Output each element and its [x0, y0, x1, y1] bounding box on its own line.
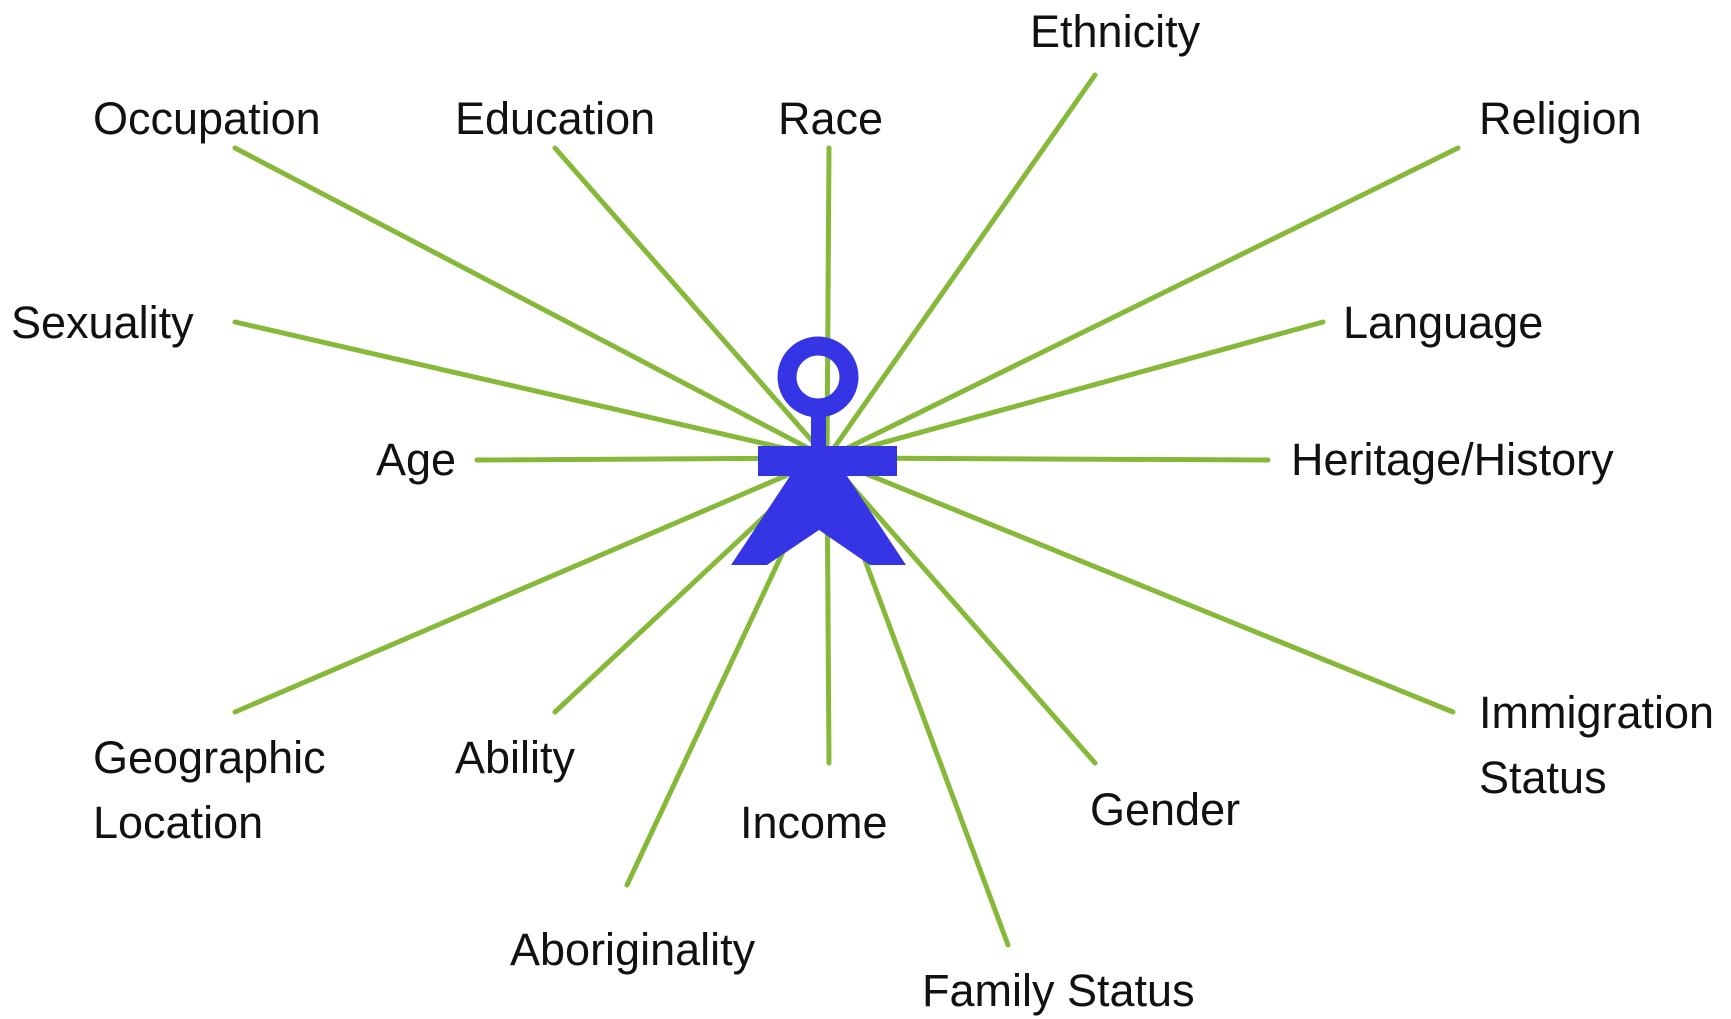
label-education: Education — [455, 93, 655, 144]
spoke-sexuality — [232, 319, 830, 461]
label-ability: Ability — [455, 732, 576, 783]
spoke-occupation — [232, 145, 830, 461]
label-language: Language — [1343, 297, 1543, 348]
label-sexuality: Sexuality — [11, 297, 194, 348]
label-geographic-location-line2: Location — [93, 797, 263, 848]
label-heritage-history: Heritage/History — [1291, 434, 1614, 485]
label-ethnicity: Ethnicity — [1030, 6, 1201, 57]
person-arms — [758, 446, 897, 476]
person-head — [777, 336, 859, 418]
spoke-heritage-history — [824, 455, 1271, 463]
label-gender: Gender — [1090, 784, 1240, 835]
spoke-gender — [824, 455, 1098, 766]
spoke-geographic-location — [232, 455, 830, 715]
label-race: Race — [778, 93, 883, 144]
label-family-status: Family Status — [922, 965, 1195, 1016]
label-income: Income — [740, 797, 888, 848]
person-body — [811, 403, 826, 453]
labels: Ethnicity Occupation Education Race Reli… — [11, 6, 1714, 1016]
label-immigration-status-line2: Status — [1479, 752, 1607, 803]
label-occupation: Occupation — [93, 93, 321, 144]
spoke-religion — [824, 145, 1461, 461]
spoke-ethnicity — [824, 72, 1098, 461]
spoke-education — [552, 145, 830, 461]
label-geographic-location-line1: Geographic — [93, 732, 326, 783]
label-aboriginality: Aboriginality — [510, 924, 756, 975]
label-immigration-status-line1: Immigration — [1479, 687, 1714, 738]
person-legs — [731, 476, 906, 565]
spoke-language — [824, 319, 1326, 461]
spoke-immigration-status — [824, 455, 1456, 715]
label-age: Age — [376, 434, 456, 485]
label-religion: Religion — [1479, 93, 1642, 144]
person-icon — [731, 336, 906, 565]
